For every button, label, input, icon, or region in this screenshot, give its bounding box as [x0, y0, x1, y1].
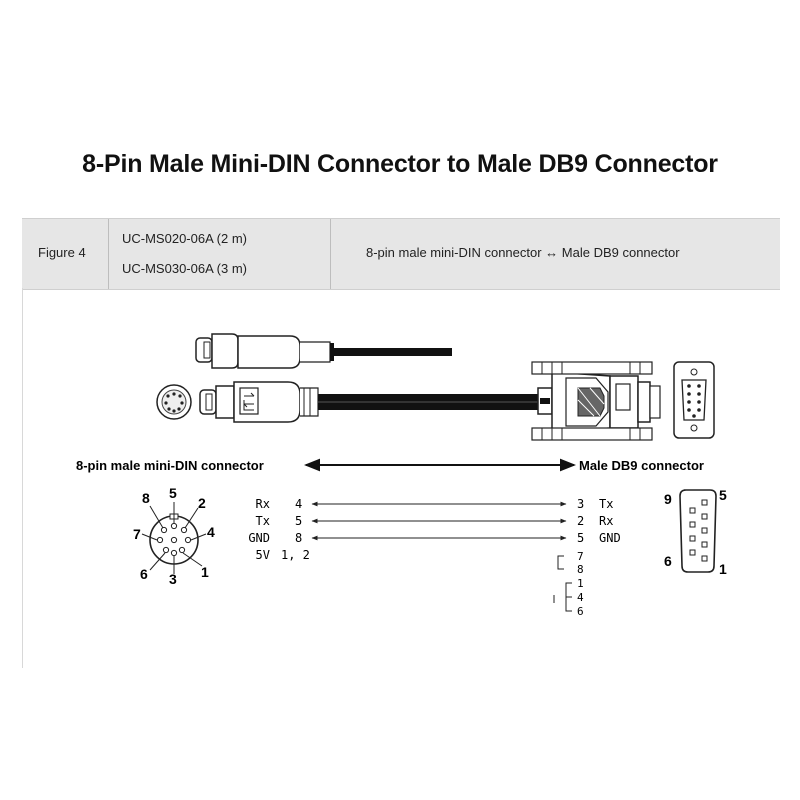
cable-description: 8-pin male mini-DIN connector ↔ Male DB9…	[366, 245, 680, 260]
figure-label: Figure 4	[38, 245, 86, 260]
minidin-pin-8: 8	[142, 490, 150, 506]
cable-upper	[334, 348, 452, 356]
db9-pin-rx: 2	[577, 514, 584, 528]
db9-housing-icon	[531, 361, 661, 441]
minidin-pin-4: 4	[207, 524, 215, 540]
figure-info-table: Figure 4 UC-MS020-06A (2 m) UC-MS030-06A…	[22, 218, 780, 290]
minidin-pin-1: 1	[201, 564, 209, 580]
cable-illustration	[156, 333, 715, 441]
loopback-1-4-6: 1 4 6	[553, 577, 584, 618]
din-signal-5v: 5V	[256, 548, 270, 562]
wiring-row-rx: Rx 4 3 Tx	[256, 497, 614, 511]
wiring-row-tx: Tx 5 2 Rx	[256, 514, 614, 528]
db9-pin-5: 5	[719, 487, 727, 503]
minidin-pin-6: 6	[140, 566, 148, 582]
din-signal-tx: Tx	[256, 514, 270, 528]
wiring-row-gnd: GND 8 5 GND	[248, 531, 620, 545]
model-b: UC-MS030-06A (3 m)	[122, 261, 247, 276]
minidin-face-icon	[156, 384, 192, 420]
loop-pin-1: 1	[577, 577, 584, 590]
db9-pin-6: 6	[664, 553, 672, 569]
page-title: 8-Pin Male Mini-DIN Connector to Male DB…	[82, 150, 718, 178]
wiring-row-5v: 5V 1, 2	[256, 548, 310, 562]
model-a: UC-MS020-06A (2 m)	[122, 231, 247, 246]
minidin-pin-5: 5	[169, 485, 177, 501]
minidin-plug-top-icon	[199, 381, 319, 423]
db9-pin-9: 9	[664, 491, 672, 507]
loop-pin-4: 4	[577, 591, 584, 604]
minidin-pin-3: 3	[169, 571, 177, 587]
db9-signal-tx: Tx	[599, 497, 613, 511]
db9-signal-gnd: GND	[599, 531, 621, 545]
minidin-plug-side-icon	[195, 333, 334, 369]
din-signal-rx: Rx	[256, 497, 270, 511]
din-pin-tx: 5	[295, 514, 302, 528]
db9-signal-rx: Rx	[599, 514, 613, 528]
figure-cell: Figure 4	[22, 219, 109, 289]
db9-connector-label: Male DB9 connector	[579, 458, 704, 473]
db9-pinout: 9 5 6 1	[664, 487, 727, 577]
din-pins-5v: 1, 2	[281, 548, 310, 562]
din-pin-rx: 4	[295, 497, 302, 511]
loopback-7-8: 7 8	[557, 550, 584, 576]
loop-pin-7: 7	[577, 550, 584, 563]
models-cell: UC-MS020-06A (2 m) UC-MS030-06A (3 m)	[108, 219, 331, 289]
loop-pin-6: 6	[577, 605, 584, 618]
din-signal-gnd: GND	[248, 531, 270, 545]
panel-border	[22, 288, 23, 668]
db9-pin-tx: 3	[577, 497, 584, 511]
din-pin-gnd: 8	[295, 531, 302, 545]
description-cell: 8-pin male mini-DIN connector ↔ Male DB9…	[330, 219, 780, 289]
minidin-connector-label: 8-pin male mini-DIN connector	[76, 458, 264, 473]
loop-pin-8: 8	[577, 563, 584, 576]
db9-face-icon	[673, 361, 715, 439]
minidin-pinout: 8 5 2 7 4 6 3 1	[133, 485, 215, 587]
db9-pin-1: 1	[719, 561, 727, 577]
minidin-pin-7: 7	[133, 526, 141, 542]
db9-pin-gnd: 5	[577, 531, 584, 545]
minidin-pin-2: 2	[198, 495, 206, 511]
